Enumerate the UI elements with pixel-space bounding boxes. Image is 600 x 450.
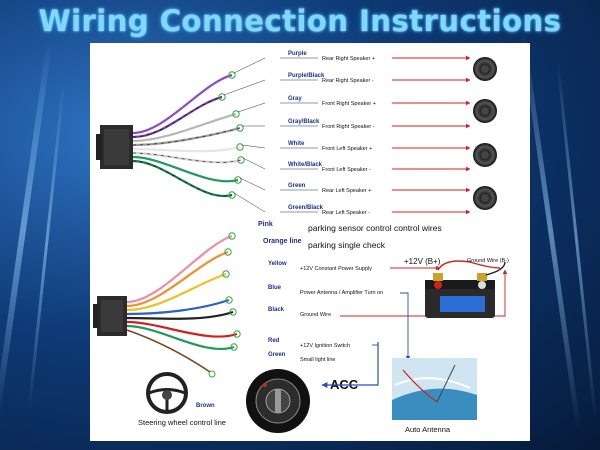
acc-arrow	[321, 342, 379, 388]
wire-function-label: Front Left Speaker -	[322, 167, 371, 173]
leader-line	[237, 102, 266, 113]
brown-wire	[126, 329, 211, 373]
wire-end-marker	[236, 124, 244, 132]
wire-end-marker	[230, 343, 238, 351]
ignition-key-icon	[246, 369, 310, 433]
wire-stripe-7	[132, 160, 233, 197]
steering-wheel-icon	[146, 372, 188, 414]
steering-caption: Steering wheel control line	[138, 418, 226, 427]
leader-line	[239, 177, 266, 191]
wire-function-label: Front Right Speaker -	[322, 124, 375, 130]
page-title: Wiring Connection Instructions	[38, 4, 562, 38]
battery-positive-label: +12V (B+)	[404, 257, 441, 266]
wire-end-marker	[232, 110, 240, 118]
wire-color-label: Gray	[288, 96, 302, 102]
wire-color-label: Green/Black	[288, 205, 324, 211]
auto-antenna-image	[392, 358, 477, 420]
wire-color-label: Purple/Black	[288, 73, 325, 79]
wire-end-marker	[228, 232, 236, 240]
ground-arrow	[340, 269, 508, 317]
wire-color-label: Blue	[268, 285, 282, 291]
wire-function-label: parking single check	[308, 240, 386, 250]
battery-icon	[425, 273, 495, 318]
wire-0	[132, 73, 233, 135]
wire-color-label: Red	[268, 338, 280, 344]
wire-4	[126, 310, 234, 320]
leader-line	[241, 144, 266, 149]
wire-1	[126, 250, 229, 308]
wire-stripe-5	[132, 152, 242, 163]
wire-end-marker	[229, 308, 237, 316]
wire-end-marker	[236, 143, 244, 151]
wire-color-label: White	[288, 141, 305, 147]
speaker-icon	[473, 143, 497, 167]
wire-stripe-3	[132, 127, 241, 146]
wire-color-label: Green	[288, 183, 306, 189]
leader-line	[223, 79, 266, 96]
battery-positive-wire	[437, 260, 501, 271]
wire-1	[132, 95, 223, 139]
wire-color-label: Yellow	[268, 261, 287, 267]
speaker-icon	[473, 99, 497, 123]
wire-color-label: Green	[268, 352, 286, 358]
ground-wire-label: Ground Wire (B-)	[467, 258, 509, 264]
wire-end-marker	[222, 270, 230, 278]
wire-0	[126, 234, 233, 304]
leader-line	[242, 157, 266, 170]
wire-function-label: parking sensor control control wires	[308, 223, 442, 233]
leader-line	[233, 57, 266, 74]
wire-end-marker	[225, 296, 233, 304]
antenna-caption: Auto Antenna	[405, 425, 451, 434]
wire-color-label: Purple	[288, 51, 307, 57]
wire-function-label: Front Left Speaker +	[322, 146, 372, 152]
wire-color-label: Black	[268, 307, 285, 313]
wire-end-marker	[237, 156, 245, 164]
leader-line	[233, 192, 266, 213]
wire-color-label: Gray/Black	[288, 119, 320, 125]
wire-function-label: Small light line	[300, 357, 335, 363]
brown-wire-label: Brown	[196, 403, 215, 409]
wire-2	[132, 112, 237, 143]
antenna-arrow	[400, 292, 411, 361]
wire-color-label: Pink	[258, 221, 273, 228]
wire-function-label: Rear Left Speaker -	[322, 210, 370, 216]
wire-end-marker	[224, 248, 232, 256]
wire-function-label: +12V Constant Power Supply	[300, 266, 372, 272]
wire-function-label: Ground Wire	[300, 312, 331, 318]
wire-function-label: +12V Ignition Switch	[300, 343, 350, 349]
wire-4	[132, 145, 241, 153]
speaker-icon	[473, 57, 497, 81]
wire-6	[132, 155, 239, 183]
top-connector	[96, 125, 133, 169]
wire-end-marker	[218, 93, 226, 101]
wire-end-marker	[228, 71, 236, 79]
wire-color-label: Orange line	[263, 238, 302, 245]
wire-5	[126, 320, 238, 338]
wire-function-label: Rear Right Speaker -	[322, 78, 374, 84]
speaker-icon	[473, 186, 497, 210]
wire-end-marker	[233, 330, 241, 338]
wire-function-label: Rear Left Speaker +	[322, 188, 371, 194]
bottom-connector	[93, 296, 127, 336]
wire-end-marker	[234, 176, 242, 184]
wire-end-marker	[208, 370, 216, 378]
bottom-wire-group: Pink parking sensor control control wires…	[126, 221, 508, 363]
wire-2	[126, 272, 227, 312]
wire-function-label: Rear Right Speaker +	[322, 56, 375, 62]
wire-7	[132, 159, 233, 198]
wire-function-label: Power Antenna / Amplifier Turn on	[300, 290, 383, 296]
wire-6	[126, 324, 235, 350]
wire-end-marker	[228, 191, 236, 199]
wire-color-label: White/Black	[288, 162, 323, 168]
wire-3	[126, 298, 230, 316]
battery-ground-wire	[485, 261, 506, 276]
wire-function-label: Front Right Speaker +	[322, 101, 376, 107]
wire-5	[132, 151, 242, 164]
